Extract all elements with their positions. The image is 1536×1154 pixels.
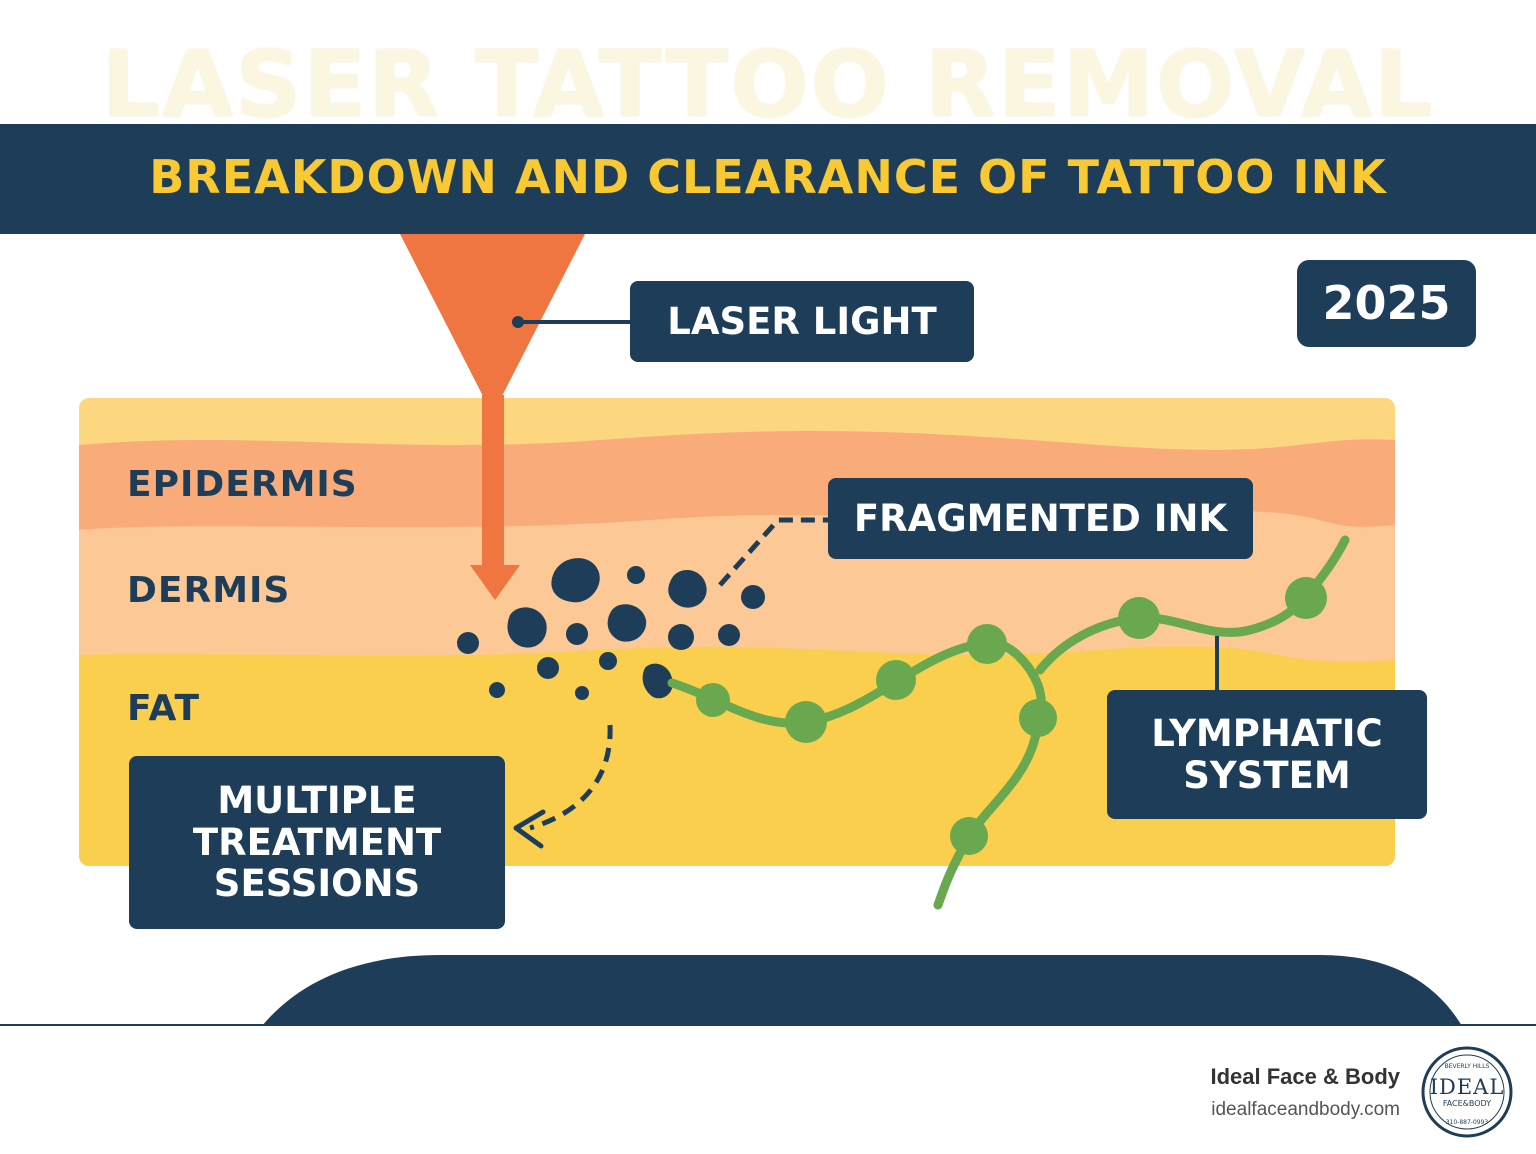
lymphatic-label-line: LYMPHATIC <box>1151 712 1383 756</box>
header-band <box>0 124 1536 234</box>
lymph-node <box>1019 699 1057 737</box>
lymph-node <box>876 660 916 700</box>
page-title: LASER TATTOO REMOVAL <box>101 31 1435 138</box>
fragmented-ink-label: FRAGMENTED INK <box>828 478 1253 559</box>
sessions-label-line: MULTIPLE <box>217 779 417 823</box>
fragmented-ink-connector <box>718 517 828 587</box>
logo-bottom-text: 310-887-0993 <box>1446 1119 1489 1126</box>
sessions-arrowhead <box>513 809 546 849</box>
laser-beam-shaft <box>482 395 504 570</box>
epidermis-label: EPIDERMIS <box>127 464 358 505</box>
lymphatic-label-line: SYSTEM <box>1183 753 1351 797</box>
ink-fragments <box>457 558 765 700</box>
lymph-node <box>785 701 827 743</box>
footer-arch <box>262 955 1462 1026</box>
ink-fragment <box>599 652 617 670</box>
ink-fragment <box>668 624 694 650</box>
ink-fragment <box>566 623 588 645</box>
fat-label: FAT <box>127 688 201 729</box>
ink-fragment <box>607 604 647 642</box>
logo-word: IDEAL <box>1430 1075 1505 1099</box>
brand-name: Ideal Face & Body <box>1210 1064 1400 1089</box>
ink-fragment <box>718 624 740 646</box>
sessions-label-line: SESSIONS <box>213 862 421 906</box>
ink-fragment <box>741 585 765 609</box>
page-subtitle: BREAKDOWN AND CLEARANCE OF TATTOO INK <box>149 150 1387 204</box>
ink-fragment <box>551 558 600 603</box>
logo-top-text: BEVERLY HILLS <box>1445 1063 1490 1070</box>
lymph-node <box>967 624 1007 664</box>
dermis-label: DERMIS <box>127 570 291 611</box>
laser-light-label: LASER LIGHT <box>630 281 974 362</box>
sessions-label-line: TREATMENT <box>192 820 442 864</box>
ink-fragment <box>642 663 673 699</box>
ink-fragment <box>627 566 645 584</box>
ink-fragment <box>575 686 589 700</box>
footer-divider <box>0 1024 1536 1026</box>
ink-fragment <box>507 607 547 648</box>
year-badge: 2025 <box>1297 260 1476 347</box>
lymph-node <box>696 683 730 717</box>
lymph-nodes <box>696 577 1327 855</box>
ink-fragment <box>457 632 479 654</box>
lymph-node <box>950 817 988 855</box>
treatment-sessions-label: MULTIPLE TREATMENT SESSIONS <box>129 756 505 929</box>
laser-beam-cone <box>400 234 585 400</box>
logo-sub-text: FACE&BODY <box>1443 1099 1491 1108</box>
ink-fragment <box>668 569 707 608</box>
brand-url[interactable]: idealfaceandbody.com <box>1211 1099 1400 1120</box>
brand-logo: BEVERLY HILLS IDEAL FACE&BODY 310-887-09… <box>1421 1046 1513 1138</box>
laser-light-connector-dot <box>512 316 524 328</box>
lymph-node <box>1118 597 1160 639</box>
lymphatic-system-label: LYMPHATIC SYSTEM <box>1107 690 1427 819</box>
ink-fragment <box>537 657 559 679</box>
sessions-arrow <box>529 724 613 831</box>
laser-beam-arrowhead <box>470 565 520 600</box>
lymph-node <box>1285 577 1327 619</box>
ink-fragment <box>489 682 505 698</box>
